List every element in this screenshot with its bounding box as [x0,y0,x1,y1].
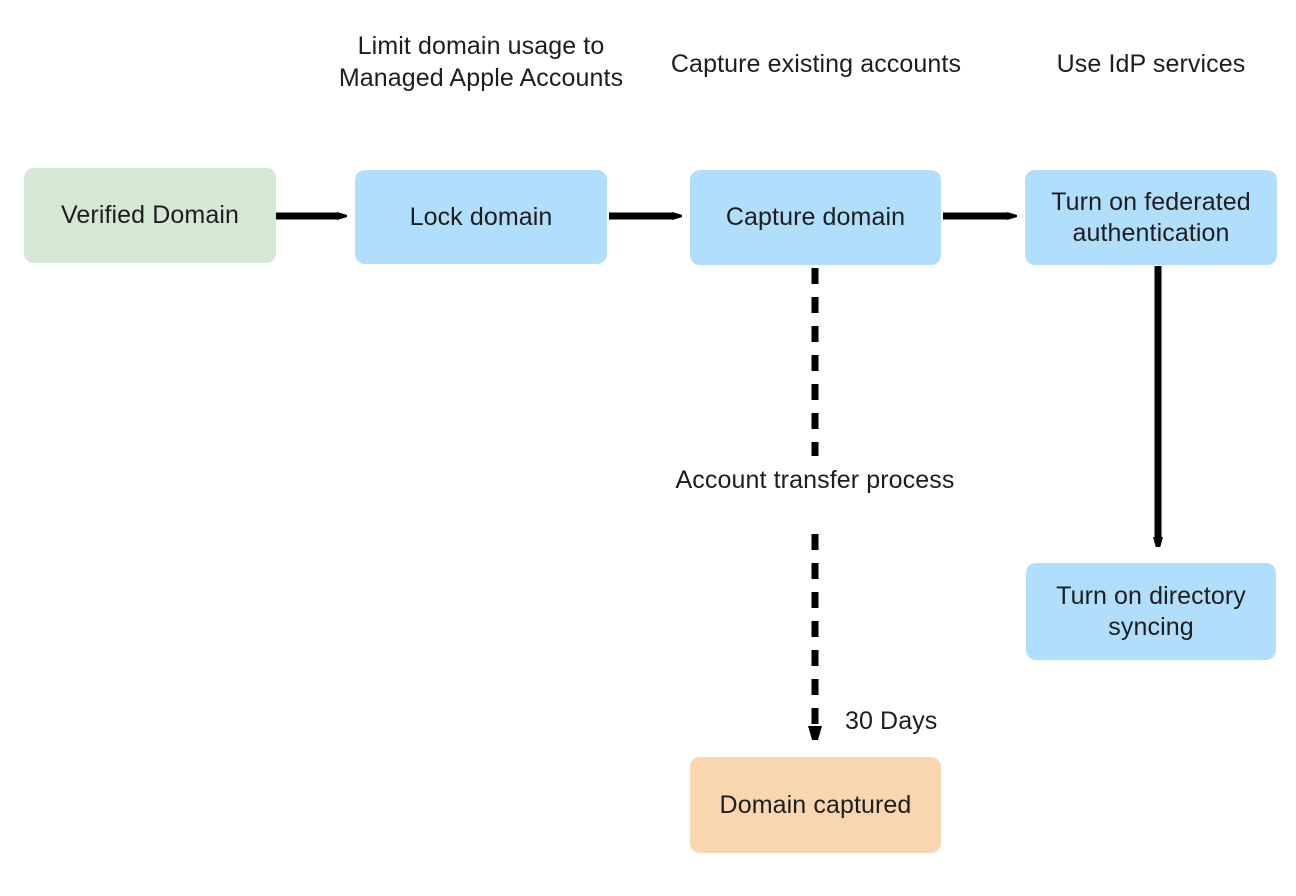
edge-label-account-transfer-process: Account transfer process [675,466,955,494]
node-domain-captured[interactable]: Domain captured [690,757,941,853]
caption-lock-domain: Limit domain usage to Managed Apple Acco… [338,32,624,92]
node-turn-on-directory-syncing[interactable]: Turn on directory syncing [1026,563,1276,660]
caption-federated-auth: Use IdP services [1056,50,1246,78]
caption-capture-domain: Capture existing accounts [670,50,962,78]
node-verified-domain[interactable]: Verified Domain [24,168,276,263]
node-capture-domain[interactable]: Capture domain [690,170,941,265]
node-turn-on-federated-authentication[interactable]: Turn on federated authentication [1025,170,1277,265]
edge-label-30-days: 30 Days [845,707,938,735]
node-lock-domain[interactable]: Lock domain [355,170,607,264]
